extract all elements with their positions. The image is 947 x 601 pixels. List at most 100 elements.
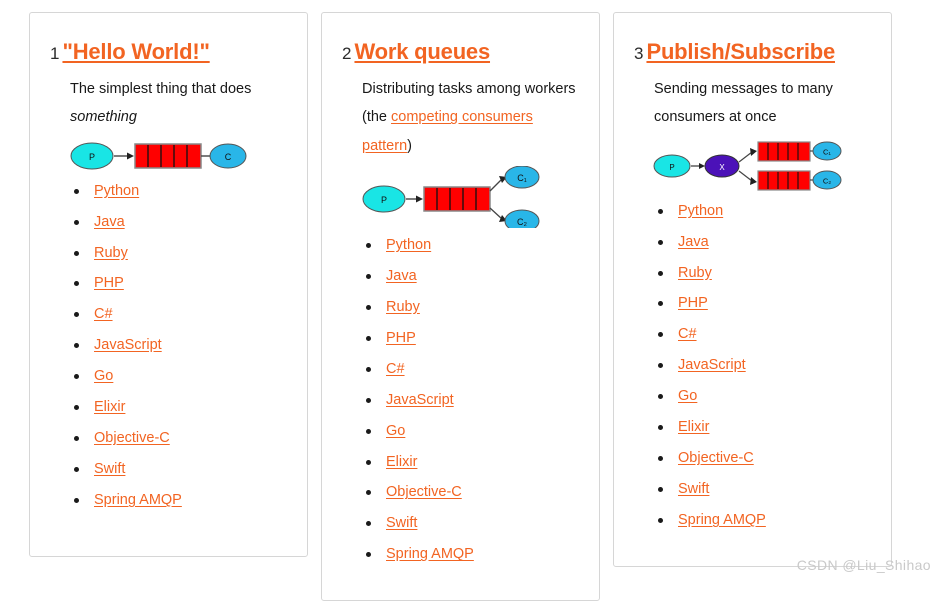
consumer-node: [812, 170, 842, 190]
list-item: PHP: [656, 296, 871, 312]
language-link-go[interactable]: Go: [386, 422, 406, 439]
language-link-javascript[interactable]: JavaScript: [94, 337, 162, 354]
language-link-java[interactable]: Java: [678, 233, 709, 250]
queue-box: [757, 170, 811, 191]
list-item: JavaScript: [72, 337, 287, 354]
arrow-head: [127, 152, 134, 160]
list-item: Spring AMQP: [364, 546, 579, 563]
language-list: Python Java Ruby PHP C# JavaScript Go El…: [634, 202, 871, 529]
card-description: Distributing tasks among workers (the co…: [342, 75, 579, 160]
work-queues-diagram: P C₁ C₂: [362, 165, 540, 228]
language-list: Python Java Ruby PHP C# JavaScript Go El…: [50, 182, 287, 509]
language-link-javascript[interactable]: JavaScript: [678, 357, 746, 374]
language-link-spring-amqp[interactable]: Spring AMQP: [386, 546, 474, 563]
language-link-spring-amqp[interactable]: Spring AMQP: [94, 492, 182, 509]
consumer-label: C₂: [517, 217, 527, 227]
producer-node: [70, 142, 114, 170]
language-list: Python Java Ruby PHP C# JavaScript Go El…: [342, 236, 579, 563]
language-link-javascript[interactable]: JavaScript: [386, 391, 454, 408]
language-link-php[interactable]: PHP: [94, 275, 124, 292]
language-link-go[interactable]: Go: [94, 368, 114, 385]
exchange-label: X: [719, 163, 725, 172]
list-item: Spring AMQP: [72, 492, 287, 509]
list-item: Swift: [72, 461, 287, 478]
card-description-suffix: ): [407, 137, 412, 154]
list-item: Objective-C: [364, 484, 579, 501]
consumer-label: C: [225, 152, 232, 162]
diagram-work-queues-wrap: P C₁ C₂: [342, 165, 579, 228]
card-title-link[interactable]: Publish/Subscribe: [646, 39, 835, 64]
producer-label: P: [381, 195, 387, 205]
card-title-link[interactable]: Work queues: [354, 39, 491, 64]
consumer-label: C₂: [823, 176, 831, 185]
card-number: 3: [634, 44, 644, 63]
watermark: CSDN @Liu_Shihao: [796, 557, 931, 573]
list-item: Ruby: [656, 264, 871, 282]
language-link-python[interactable]: Python: [678, 202, 724, 219]
list-item: Python: [364, 236, 579, 254]
language-link-elixir[interactable]: Elixir: [94, 399, 126, 416]
language-link-java[interactable]: Java: [94, 213, 125, 230]
card-description-emphasis: something: [70, 109, 137, 126]
competing-consumers-link[interactable]: competing consumers pattern: [362, 109, 533, 154]
card-number: 1: [50, 44, 60, 63]
language-link-spring-amqp[interactable]: Spring AMQP: [678, 512, 766, 529]
language-link-php[interactable]: PHP: [386, 329, 416, 346]
list-item: Elixir: [656, 419, 871, 436]
language-link-swift[interactable]: Swift: [94, 461, 126, 478]
queue-box: [423, 186, 491, 212]
list-item: Go: [364, 422, 579, 440]
consumer-label: C₁: [517, 173, 527, 183]
list-item: Ruby: [364, 298, 579, 316]
language-link-objective-c[interactable]: Objective-C: [678, 450, 754, 467]
tutorial-card-hello-world: 1"Hello World!" The simplest thing that …: [29, 12, 308, 557]
list-item: Java: [364, 267, 579, 285]
card-number: 2: [342, 44, 352, 63]
exchange-node: [704, 154, 740, 178]
card-description-text: The simplest thing that does: [70, 81, 252, 98]
arrow-line: [738, 151, 753, 163]
arrow-head: [416, 195, 423, 203]
consumer-node: [504, 209, 540, 228]
list-item: Java: [72, 213, 287, 231]
language-link-elixir[interactable]: Elixir: [386, 453, 418, 470]
language-link-python[interactable]: Python: [386, 236, 432, 253]
list-item: Objective-C: [72, 430, 287, 447]
language-link-ruby[interactable]: Ruby: [386, 298, 420, 315]
list-item: Go: [72, 368, 287, 385]
list-item: Swift: [364, 515, 579, 532]
language-link-swift[interactable]: Swift: [678, 481, 710, 498]
producer-label: P: [669, 163, 674, 172]
card-description: The simplest thing that does something: [50, 75, 287, 132]
language-link-swift[interactable]: Swift: [386, 515, 418, 532]
language-link-csharp[interactable]: C#: [94, 306, 113, 323]
language-link-csharp[interactable]: C#: [386, 360, 405, 377]
language-link-php[interactable]: PHP: [678, 295, 708, 312]
list-item: JavaScript: [364, 391, 579, 409]
language-link-csharp[interactable]: C#: [678, 326, 697, 343]
list-item: Ruby: [72, 244, 287, 262]
language-link-objective-c[interactable]: Objective-C: [94, 430, 170, 447]
language-link-java[interactable]: Java: [386, 267, 417, 284]
list-item: C#: [72, 306, 287, 323]
list-item: PHP: [72, 276, 287, 292]
language-link-go[interactable]: Go: [678, 388, 698, 405]
list-item: C#: [364, 360, 579, 378]
language-link-python[interactable]: Python: [94, 182, 140, 199]
diagram-hello-world-wrap: P C: [50, 138, 287, 174]
queue-box: [134, 142, 202, 169]
diagram-publish-subscribe-wrap: P X: [634, 138, 871, 194]
producer-node: [653, 154, 691, 178]
language-link-objective-c[interactable]: Objective-C: [386, 484, 462, 501]
language-link-ruby[interactable]: Ruby: [678, 264, 712, 281]
list-item: Spring AMQP: [656, 512, 871, 529]
language-link-ruby[interactable]: Ruby: [94, 244, 128, 261]
list-item: PHP: [364, 329, 579, 347]
card-description-text: Distributing tasks among workers (the: [362, 81, 576, 126]
language-link-elixir[interactable]: Elixir: [678, 419, 710, 436]
card-title-link[interactable]: "Hello World!": [62, 39, 210, 64]
